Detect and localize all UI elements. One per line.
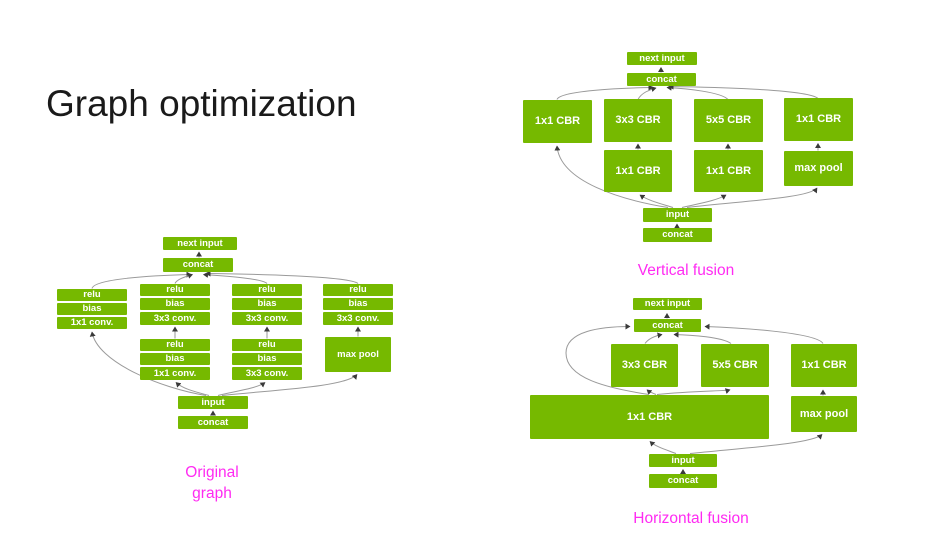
arrow-vf-input-to-cbr1midleft <box>639 194 674 208</box>
arrow-hf-cbr1right-to-concat <box>704 323 824 344</box>
vf-node-cbr-1x1-mid-left: 1x1 CBR <box>604 150 672 192</box>
orig-node-col2-bias: bias <box>140 298 210 310</box>
hf-node-concat-top: concat <box>634 319 701 332</box>
orig-node-col2b-conv: 1x1 conv. <box>140 367 210 380</box>
orig-node-max-pool: max pool <box>325 337 391 372</box>
hf-node-input: input <box>649 454 717 467</box>
original-graph-caption: Original graph <box>162 462 262 504</box>
orig-node-concat-bottom: concat <box>178 416 248 429</box>
orig-node-concat-top: concat <box>163 258 233 272</box>
vf-node-cbr-1x1-left: 1x1 CBR <box>523 100 592 143</box>
orig-node-col1-bias: bias <box>57 303 127 315</box>
orig-node-col4-relu: relu <box>323 284 393 296</box>
orig-node-col3b-bias: bias <box>232 353 302 365</box>
vf-node-max-pool: max pool <box>784 151 853 186</box>
hf-node-cbr-1x1-wide: 1x1 CBR <box>530 395 769 439</box>
arrow-hf-cbr5-to-concat <box>673 331 732 344</box>
vertical-fusion-caption: Vertical fusion <box>637 262 735 279</box>
vf-node-cbr-1x1-right: 1x1 CBR <box>784 98 853 141</box>
arrow-vf-cbr1left-to-concat <box>556 84 654 100</box>
horizontal-fusion-caption: Horizontal fusion <box>633 510 749 527</box>
vf-node-cbr-3x3: 3x3 CBR <box>604 99 672 142</box>
orig-node-col3-conv: 3x3 conv. <box>232 312 302 325</box>
hf-node-next-input: next input <box>633 298 702 310</box>
orig-node-col2b-relu: relu <box>140 339 210 351</box>
vf-node-cbr-1x1-mid-right: 1x1 CBR <box>694 150 763 192</box>
orig-node-col2b-bias: bias <box>140 353 210 365</box>
orig-node-col2-relu: relu <box>140 284 210 296</box>
page-title: Graph optimization <box>46 83 357 124</box>
arrow-vf-input-to-cbr1midright <box>681 194 727 208</box>
hf-node-max-pool: max pool <box>791 396 857 432</box>
vf-node-next-input: next input <box>627 52 697 65</box>
orig-node-col4-bias: bias <box>323 298 393 310</box>
orig-node-col3-relu: relu <box>232 284 302 296</box>
vf-node-concat-bottom: concat <box>643 228 712 242</box>
arrow-orig-input-to-col2 <box>175 382 210 396</box>
orig-node-next-input: next input <box>163 237 237 250</box>
orig-node-col3b-conv: 3x3 conv. <box>232 367 302 380</box>
hf-node-concat-bottom: concat <box>649 474 717 488</box>
arrow-orig-col3-to-concat <box>203 271 268 284</box>
arrow-hf-wide-to-cbr5 <box>656 388 731 395</box>
orig-node-input: input <box>178 396 248 409</box>
hf-node-cbr-3x3: 3x3 CBR <box>611 344 678 387</box>
original-graph-caption-line1: Original <box>185 464 239 481</box>
vf-node-input: input <box>643 208 712 222</box>
arrow-hf-input-to-wide <box>649 441 677 454</box>
orig-node-col1-relu: relu <box>57 289 127 301</box>
orig-node-col2-conv: 3x3 conv. <box>140 312 210 325</box>
arrow-vf-cbr1right-to-concat <box>668 83 819 99</box>
arrow-orig-input-to-col3 <box>217 382 266 396</box>
hf-node-cbr-1x1-right: 1x1 CBR <box>791 344 857 387</box>
orig-node-col3-bias: bias <box>232 298 302 310</box>
arrow-vf-cbr5-to-concat <box>666 84 729 100</box>
arrow-vf-cbr3-to-concat <box>637 86 657 100</box>
orig-node-col3b-relu: relu <box>232 339 302 351</box>
arrow-orig-col4-to-concat <box>205 270 359 284</box>
orig-node-col1-conv: 1x1 conv. <box>57 317 127 329</box>
hf-node-cbr-5x5: 5x5 CBR <box>701 344 769 387</box>
orig-node-col4-conv: 3x3 conv. <box>323 312 393 325</box>
arrow-hf-cbr3-to-concat <box>644 332 663 344</box>
arrow-orig-col2-to-concat <box>174 272 193 284</box>
original-graph-caption-line2: graph <box>192 485 232 502</box>
vf-node-concat-top: concat <box>627 73 696 86</box>
vf-node-cbr-5x5: 5x5 CBR <box>694 99 763 142</box>
arrow-hf-wide-to-cbr3 <box>646 389 657 395</box>
